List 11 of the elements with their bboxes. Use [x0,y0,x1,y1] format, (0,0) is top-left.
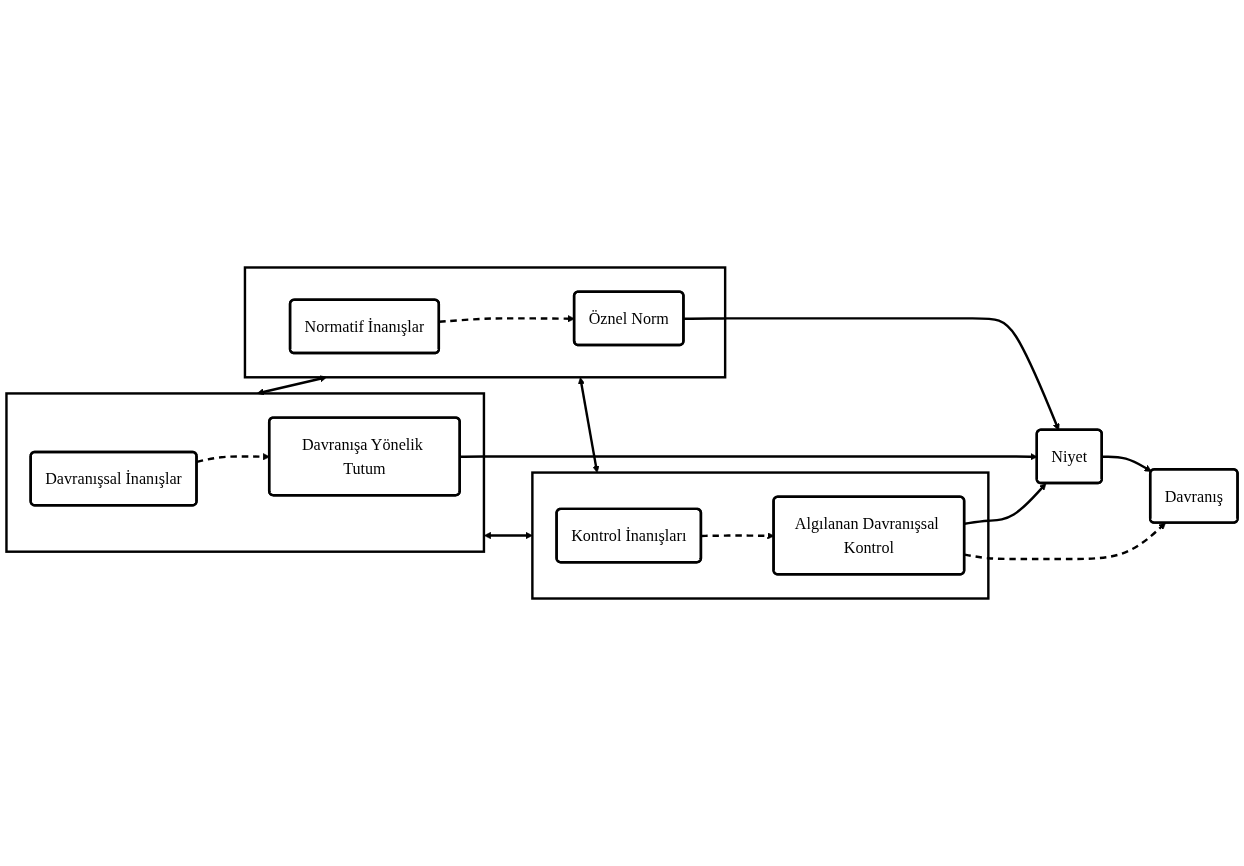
arrow [1102,455,1152,472]
arrow [196,453,270,463]
arrow [964,522,1166,561]
arrow [577,377,600,473]
cluster [531,471,990,600]
arrow [964,483,1047,525]
cluster [243,266,727,379]
arrow [439,315,575,323]
cluster [5,392,486,553]
arrow [257,375,327,396]
arrow [483,532,533,540]
